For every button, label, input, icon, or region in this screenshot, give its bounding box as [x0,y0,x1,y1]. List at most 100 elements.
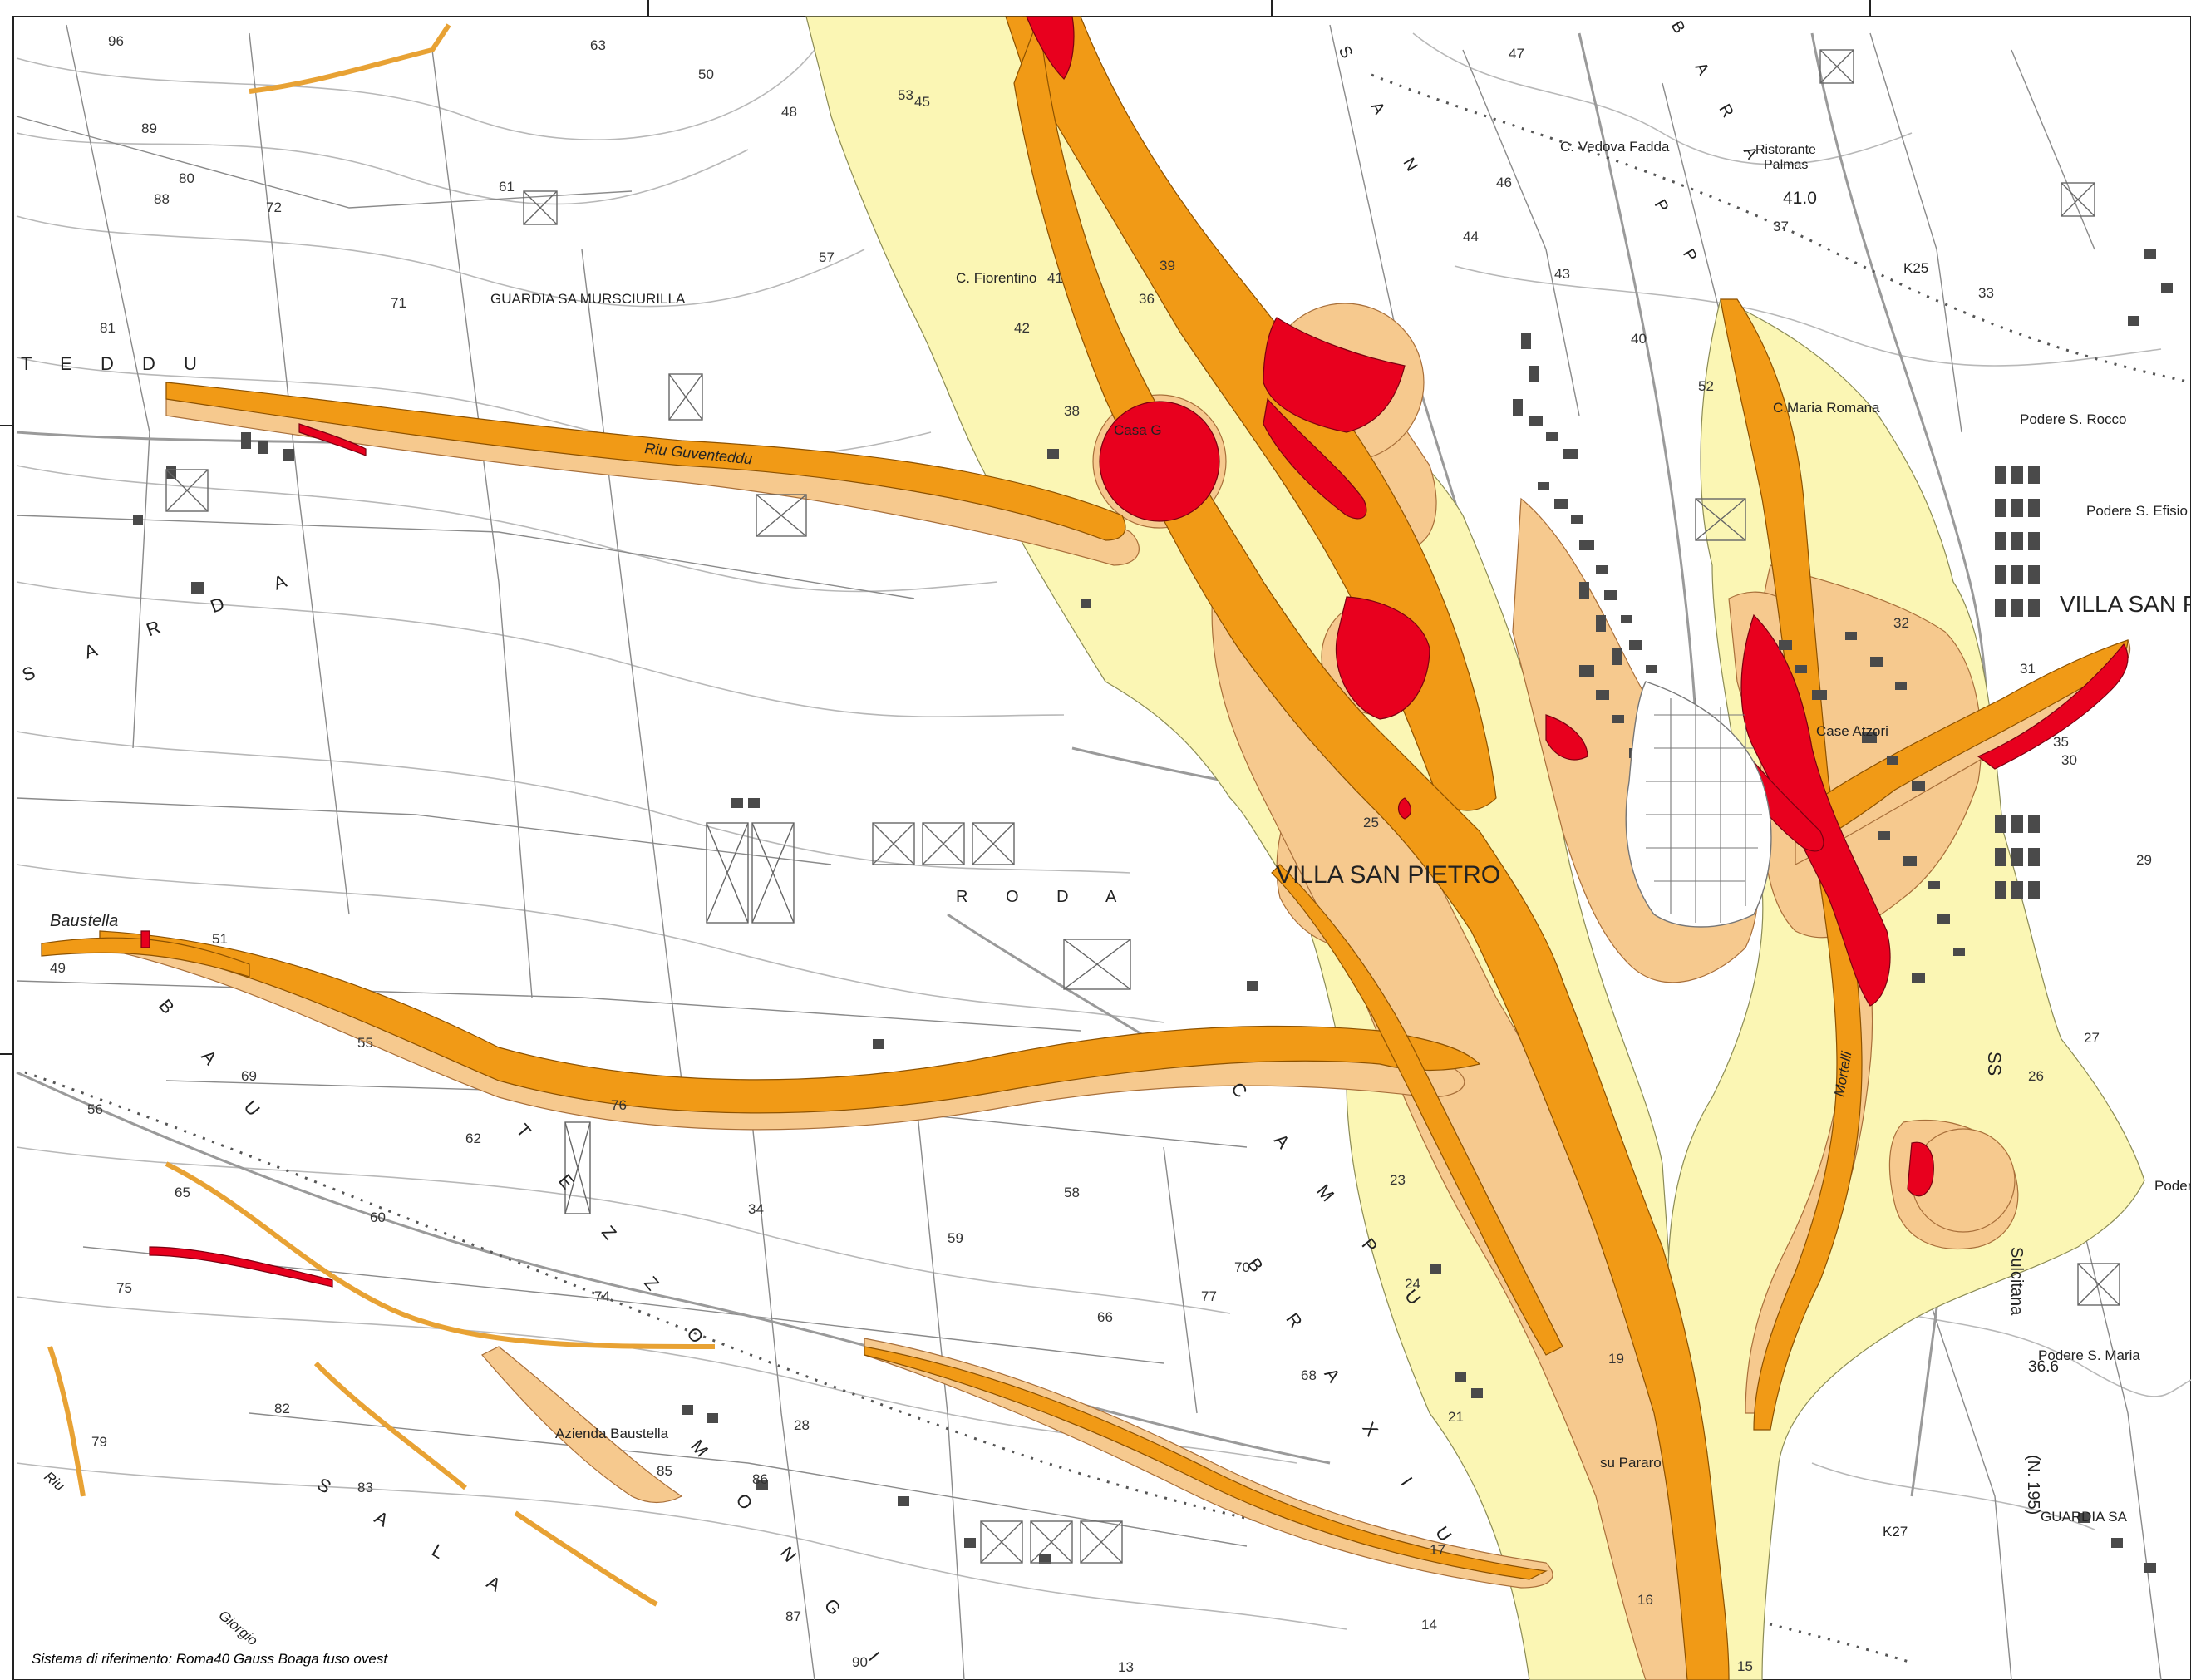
elevation-number: 35 [2053,734,2069,750]
elevation-number: 44 [1463,229,1479,244]
elevation-number: 13 [1118,1659,1134,1675]
historic-core [1625,681,1772,928]
label-riu-giorgio: Giorgio [215,1608,260,1649]
elevation-number: 72 [266,200,282,215]
elevation-number: 90 [852,1654,868,1670]
label-guardia-sa: GUARDIA SA [2041,1509,2128,1525]
label-baustella: Baustella [50,912,118,930]
elevation-number: 36 [1139,291,1155,307]
label-sala: S A L A [314,1474,526,1609]
elevation-number: 19 [1608,1351,1624,1367]
elevation-number: 79 [91,1434,107,1450]
elevation-number: 27 [2084,1030,2100,1046]
elevation-number: 52 [1698,378,1714,394]
elevation-number: 32 [1893,615,1909,631]
label-sulcitana: Sulcitana [2007,1247,2026,1316]
elevation-number: 56 [87,1101,103,1117]
label-k27: K27 [1883,1524,1908,1540]
label-baua: B A U [155,995,280,1139]
elevation-number: 76 [611,1097,627,1113]
elevation-number: 66 [1097,1309,1113,1325]
elevation-number: 83 [357,1480,373,1495]
elevation-number: 48 [781,104,797,120]
place-label-guardia: GUARDIA SA MURSCIURILLA [490,291,686,307]
elevation-number: 23 [1390,1172,1406,1188]
elevation-number: 17 [1430,1542,1445,1558]
label-k25: K25 [1903,260,1928,276]
elevation-number: 49 [50,960,66,976]
elevation-number: 74 [594,1288,610,1304]
elevation-number: 58 [1064,1185,1080,1200]
elevation-number: 16 [1637,1592,1653,1608]
elevation-number: 41 [1047,270,1063,286]
elevation-number: 61 [499,179,515,195]
elevation-number: 81 [100,320,116,336]
building-blocks [133,249,2173,1573]
elevation-number: 86 [752,1471,768,1487]
hatched-plots [165,49,2120,1564]
label-maria-romana: C.Maria Romana [1773,400,1880,416]
farm-label-vedova: C. Vedova Fadda [1560,139,1670,155]
elevation-number: 59 [948,1230,963,1246]
elevation-number: 25 [1363,815,1379,830]
elevation-number: 65 [175,1185,190,1200]
elevation-number: 34 [748,1201,764,1217]
elevation-number: 15 [1737,1658,1753,1674]
elevation-number: 96 [108,33,124,49]
elevation-number: 71 [391,295,406,311]
elevation-number: 85 [657,1463,672,1479]
label-mongiu: M O N G I U [687,1436,943,1680]
elevation-number: 53 [898,87,913,103]
elevation-number: 62 [465,1131,481,1146]
elevation-number: 43 [1554,266,1570,282]
elevation-number: 42 [1014,320,1030,336]
elevation-number: 82 [274,1401,290,1416]
field-boundaries [16,24,2162,1680]
label-ristorante-1: Ristorante [1755,143,1816,157]
label-azienda: Azienda Baustella [555,1426,669,1441]
elevation-number: 31 [2020,661,2036,677]
elevation-number: 77 [1201,1288,1217,1304]
topographic-base [16,32,2191,1630]
elevation-number: 30 [2061,752,2077,768]
elevation-number: 26 [2028,1068,2044,1084]
label-ristorante-2: Palmas [1764,158,1808,172]
elevation-number: 40 [1631,331,1647,347]
elevation-number: 38 [1064,403,1080,419]
power-line [1371,73,2191,384]
town-label-main: VILLA SAN PIETRO [1276,861,1500,889]
elevation-number: 24 [1405,1276,1420,1292]
elevation-number: 14 [1421,1617,1437,1633]
label-san: S A N [1335,43,1434,196]
elevation-number: 28 [794,1417,810,1433]
label-spot-410: 41.0 [1783,189,1817,208]
elevation-number: 39 [1160,258,1175,273]
elevation-number: 89 [141,121,157,136]
elevation-number: 21 [1448,1409,1464,1425]
elevation-number: 46 [1496,175,1512,190]
reference-system-note: Sistema di riferimento: Roma40 Gauss Boa… [32,1651,388,1667]
label-su-pararo: su Pararo [1600,1455,1662,1471]
label-sarda: S A R D A [19,562,313,686]
elevation-number: 70 [1234,1259,1250,1275]
farm-label-casa: Casa G [1114,422,1162,438]
label-tezzo: T E Z Z O [512,1120,724,1367]
label-tedda: T E D D U [21,353,209,374]
label-rodda: R O D A [956,888,1133,906]
elevation-number: 68 [1301,1367,1317,1383]
label-n195: (N. 195) [2024,1455,2042,1515]
elevation-number: 63 [590,37,606,53]
elevation-number: 75 [116,1280,132,1296]
elevation-number: 60 [370,1210,386,1225]
elevation-number: 45 [914,94,930,110]
elevation-number: 69 [241,1068,257,1084]
label-sarra: B A R A [1667,18,1770,177]
minor-channels [47,23,716,1607]
label-ss: SS [1984,1052,2005,1076]
elevation-number: 29 [2136,852,2152,868]
label-podere-efisio: Podere S. Efisio [2086,503,2188,519]
